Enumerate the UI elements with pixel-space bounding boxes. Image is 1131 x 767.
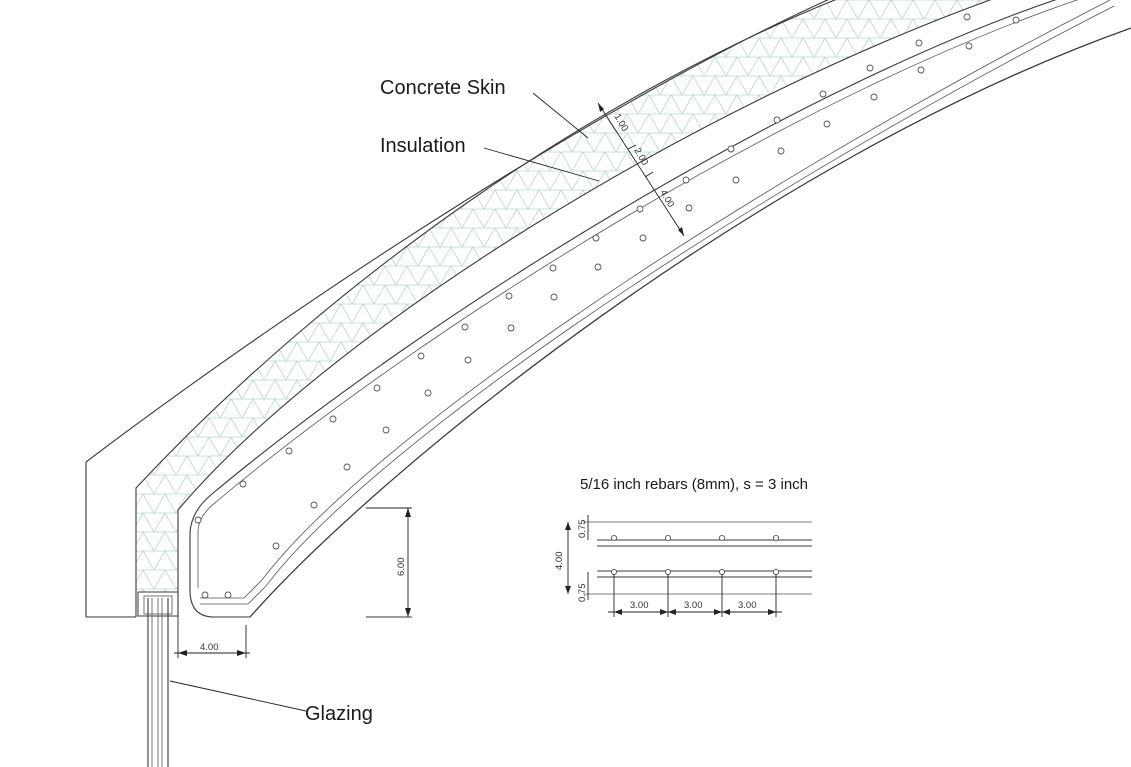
dim-spacing-2: 3.00 xyxy=(684,600,703,611)
concrete-skin-leader xyxy=(532,92,589,139)
dim-base-width: 4.00 xyxy=(200,642,219,653)
glazing-leader xyxy=(169,680,307,712)
inner-shell-top-edge xyxy=(189,0,1057,590)
insulation-band xyxy=(136,0,990,592)
glazing-label: Glazing xyxy=(305,703,373,725)
dim-spacing-3: 3.00 xyxy=(738,600,757,611)
insulation-leader xyxy=(483,147,600,182)
rebar-section-detail xyxy=(565,515,812,617)
concrete-skin-label: Concrete Skin xyxy=(380,77,506,99)
glazing xyxy=(137,591,179,767)
base-width-dimension xyxy=(174,617,250,658)
section-rebar-dots xyxy=(610,534,780,576)
vertical-height-dimension xyxy=(366,507,412,617)
inner-rebar-line xyxy=(197,0,1079,588)
dim-cover-bottom: 0.75 xyxy=(577,584,588,603)
insulation-inner-boundary xyxy=(177,0,992,617)
outer-rebar-line-a xyxy=(200,0,1111,599)
thickness-dimension xyxy=(597,102,685,237)
rebar-note: 5/16 inch rebars (8mm), s = 3 inch xyxy=(580,476,808,493)
outer-rebar-line-b xyxy=(200,5,1115,605)
shell-soffit-line xyxy=(249,27,1131,618)
skin-insulation-boundary xyxy=(135,0,837,617)
concrete-skin-left-edge xyxy=(85,462,136,618)
dim-spacing-1: 3.00 xyxy=(630,600,649,611)
insulation-label: Insulation xyxy=(380,135,466,157)
dim-section-depth: 4.00 xyxy=(554,552,565,571)
outer-rebar-dots xyxy=(201,16,1020,599)
dim-cover-top: 0.75 xyxy=(577,520,588,539)
dim-vertical-height: 6.00 xyxy=(396,558,407,577)
inner-rebar-dots xyxy=(194,13,971,524)
